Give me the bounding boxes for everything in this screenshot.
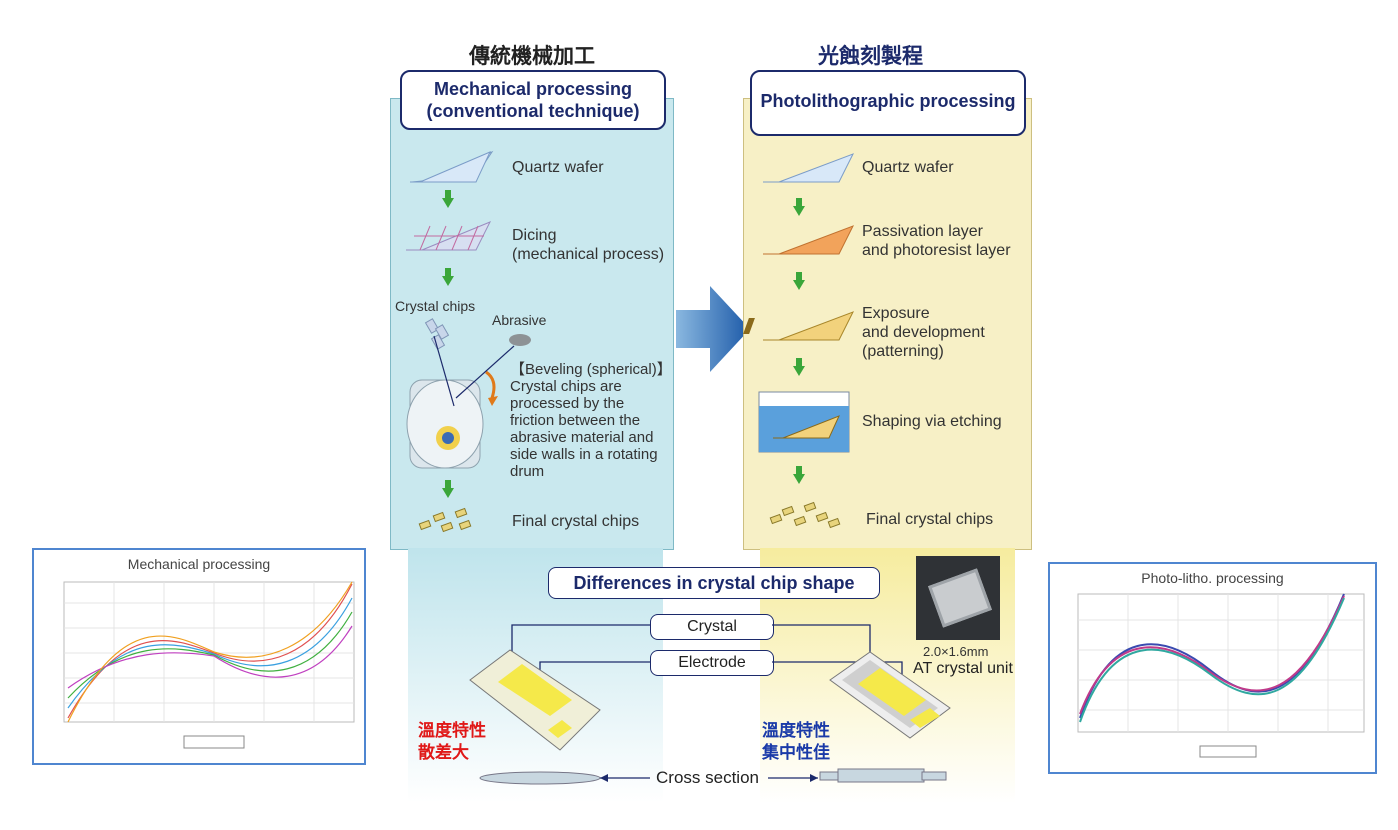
left-heading: 傳統機械加工 <box>469 44 595 68</box>
beveling-line: Crystal chips are <box>510 378 622 395</box>
mechanical-temp-note: 溫度特性 散差大 <box>418 720 486 764</box>
photolitho-chart: Photo-litho. processing <box>1048 562 1377 774</box>
mechanical-chart: Mechanical processing <box>32 548 366 765</box>
crystal-label: Crystal <box>650 614 774 640</box>
beveling-description: 【Beveling (spherical)】 Crystal chips are… <box>510 361 672 480</box>
beveled-cross-section-icon <box>479 771 601 785</box>
beveling-line: friction between the <box>510 412 641 429</box>
photo-passivation-line2: and photoresist layer <box>862 242 1011 259</box>
mechanical-temp-note-line2: 散差大 <box>418 743 469 763</box>
mechanical-chart-title: Mechanical processing <box>127 556 271 572</box>
beveling-line: abrasive material and <box>510 429 654 446</box>
mechanical-temp-note-line1: 溫度特性 <box>418 721 486 741</box>
mech-dicing-line1: Dicing <box>512 227 557 244</box>
electrode-label: Electrode <box>650 650 774 676</box>
beveling-line: side walls in a rotating <box>510 446 658 463</box>
photo-temp-note: 溫度特性 集中性佳 <box>762 720 830 764</box>
unit-size-label: 2.0×1.6mm <box>923 644 989 659</box>
down-arrow-icon <box>793 280 805 290</box>
mechanical-chart-plot <box>63 581 355 749</box>
crystal-chips-label: Crystal chips <box>395 298 476 314</box>
down-arrow-icon <box>442 276 454 286</box>
down-arrow-icon <box>793 206 805 216</box>
mechanical-panel <box>390 98 674 550</box>
photo-temp-note-line1: 溫度特性 <box>762 721 830 741</box>
photo-exposure-label: Exposure and development (patterning) <box>862 304 985 361</box>
beveling-line: processed by the <box>510 395 625 412</box>
patterned-wafer-icon <box>743 311 855 341</box>
mechanical-title-line2: (conventional technique) <box>426 101 640 121</box>
diced-wafer-icon <box>406 221 492 251</box>
photo-exposure-line2: and development <box>862 324 985 341</box>
down-arrow-icon <box>793 474 805 484</box>
quartz-wafer-icon <box>763 153 855 183</box>
down-arrow-icon <box>442 488 454 498</box>
photolitho-chart-title: Photo-litho. processing <box>1141 570 1284 586</box>
cross-section-label: Cross section <box>656 768 759 787</box>
mech-dicing-label: Dicing (mechanical process) <box>512 226 664 264</box>
final-chips-icon <box>769 501 841 529</box>
beveled-chip-icon <box>469 649 601 751</box>
etched-cross-section-icon <box>819 768 947 783</box>
beveling-line: drum <box>510 463 545 480</box>
photolitho-chart-plot <box>1077 593 1365 758</box>
photo-passivation-line1: Passivation layer <box>862 223 983 240</box>
photolithographic-panel <box>743 98 1032 550</box>
etching-bath-icon <box>758 391 850 453</box>
mech-quartz-label: Quartz wafer <box>512 159 604 176</box>
layered-wafer-icon <box>763 225 855 255</box>
photolithographic-title: Photolithographic processing <box>750 70 1026 136</box>
photo-final-label: Final crystal chips <box>866 511 994 528</box>
mechanical-illustrations <box>406 150 531 533</box>
mechanical-title: Mechanical processing (conventional tech… <box>400 70 666 130</box>
photo-exposure-line1: Exposure <box>862 305 930 322</box>
down-arrow-icon <box>793 366 805 376</box>
photo-passivation-label: Passivation layer and photoresist layer <box>862 222 1011 260</box>
etched-chip-icon <box>829 651 951 739</box>
abrasive-label: Abrasive <box>492 312 547 328</box>
mechanical-title-line1: Mechanical processing <box>433 79 633 99</box>
final-chips-icon <box>418 507 472 533</box>
abrasive-icon <box>509 334 531 346</box>
process-transition-arrow-icon <box>676 286 750 372</box>
photo-exposure-line3: (patterning) <box>862 343 944 360</box>
down-arrow-icon <box>442 198 454 208</box>
mech-final-label: Final crystal chips <box>512 513 640 530</box>
mech-dicing-line2: (mechanical process) <box>512 246 665 263</box>
photo-shaping-label: Shaping via etching <box>862 413 1002 430</box>
photo-temp-note-line2: 集中性佳 <box>762 743 830 763</box>
photo-quartz-label: Quartz wafer <box>862 159 954 176</box>
chip-shape-diagram <box>469 624 951 785</box>
rotating-drum-icon <box>406 335 515 469</box>
crystal-unit-photo <box>916 556 1000 640</box>
differences-title: Differences in crystal chip shape <box>548 567 880 599</box>
unit-name-label: AT crystal unit <box>913 660 1013 677</box>
photolithographic-illustrations <box>743 153 855 529</box>
right-heading: 光蝕刻製程 <box>818 44 923 68</box>
beveling-title: 【Beveling (spherical)】 <box>510 361 672 378</box>
